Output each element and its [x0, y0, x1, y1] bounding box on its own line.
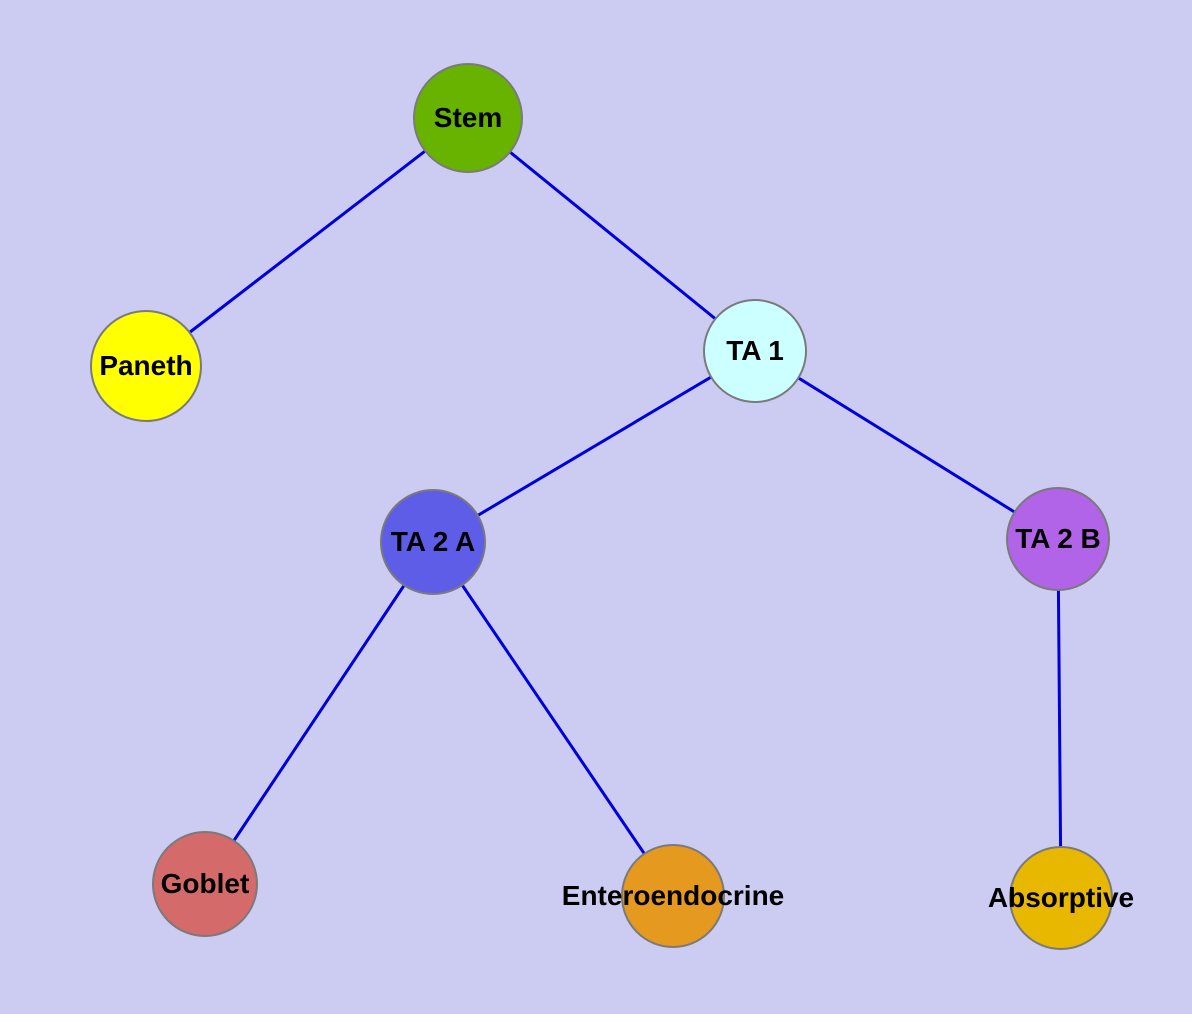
- node-enteroendocrine[interactable]: Enteroendocrine: [562, 844, 784, 948]
- node-label-ta2a: TA 2 A: [390, 526, 476, 557]
- node-label-goblet: Goblet: [160, 868, 250, 899]
- node-ta2a[interactable]: TA 2 A: [380, 489, 486, 595]
- node-label-ta2b: TA 2 B: [1015, 523, 1101, 554]
- edge-stem-paneth: [145, 116, 469, 368]
- node-ta2b[interactable]: TA 2 B: [1006, 487, 1110, 591]
- node-label-ta1: TA 1: [726, 335, 784, 366]
- node-goblet[interactable]: Goblet: [152, 831, 258, 937]
- node-absorptive[interactable]: Absorptive: [988, 846, 1134, 950]
- edge-stem-ta1: [467, 116, 756, 353]
- node-paneth[interactable]: Paneth: [90, 310, 202, 422]
- node-ta1[interactable]: TA 1: [703, 299, 807, 403]
- edge-ta2a-enteroendocrine: [431, 541, 675, 897]
- node-stem[interactable]: Stem: [413, 63, 523, 173]
- node-label-paneth: Paneth: [99, 350, 193, 381]
- edge-ta2b-absorptive: [1056, 538, 1063, 899]
- edge-ta1-ta2b: [754, 349, 1059, 541]
- edge-ta2a-goblet: [203, 541, 435, 885]
- node-label-stem: Stem: [433, 102, 503, 133]
- edge-ta1-ta2a: [432, 349, 756, 544]
